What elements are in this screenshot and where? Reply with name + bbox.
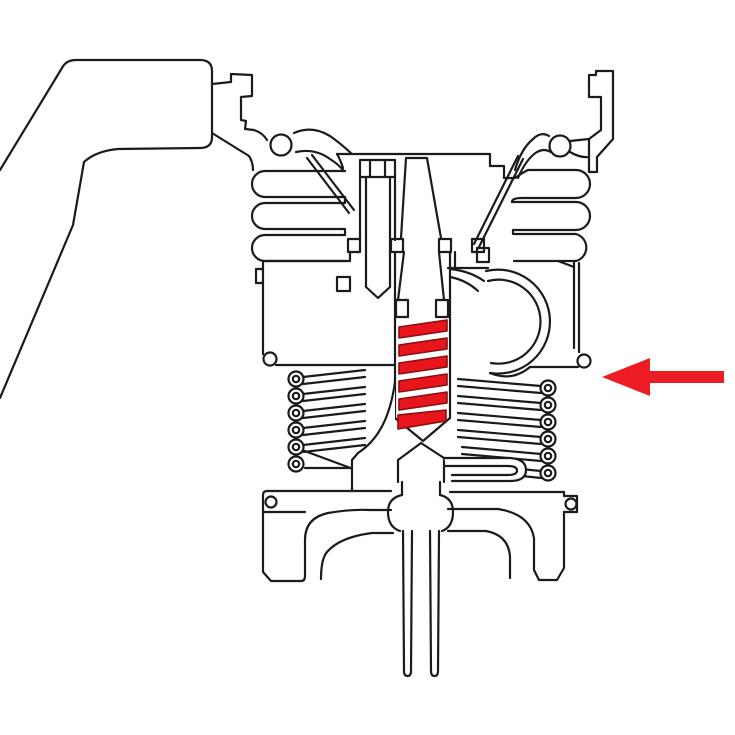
portafilter-lug-right [446,490,579,582]
valve-bolt-tip [364,285,392,300]
coil-sections-left [287,370,305,473]
left-chamber [254,250,397,367]
cooling-fins-left [250,169,347,263]
mounting-bracket [587,69,615,174]
valve-assembly [346,156,486,484]
flange-ball-right [564,497,578,511]
seal-ball-left [262,351,278,367]
lower-body [261,380,579,678]
cage-nub-left [335,275,352,293]
cam-ball-right [548,134,572,158]
right-chamber [528,259,592,369]
flange-ball-left [264,495,278,509]
mushroom-chamber [484,268,552,378]
portafilter-lug-left [261,489,395,583]
u-tube [442,456,528,483]
valve-bolt-head [358,158,397,179]
annotation-arrow [602,358,724,396]
cooling-fins-right [510,168,592,263]
cam-ball-left [269,133,293,157]
valve-stem [399,156,443,240]
lever-handle [0,58,269,400]
coil-sections-right [539,379,557,482]
seal-ball-right [576,353,592,369]
highlighted-valve-spring [397,319,448,430]
group-upper-body [250,69,615,378]
outlet-pipe [386,480,455,678]
